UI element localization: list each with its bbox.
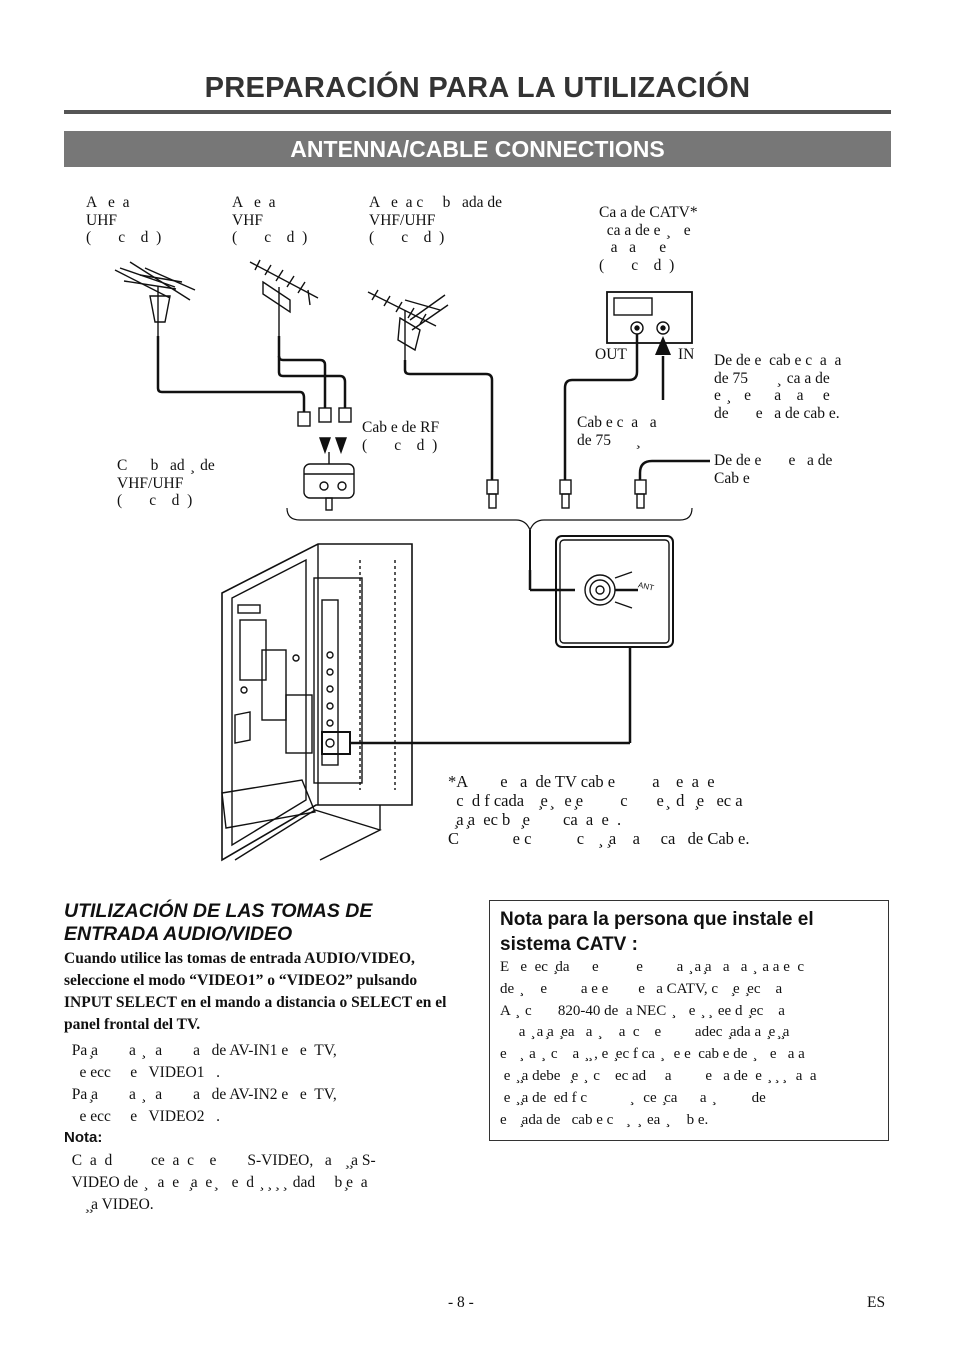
antenna-connection-diagram — [114, 259, 710, 862]
page-number: - 8 - — [448, 1294, 474, 1311]
catv-installer-note-box: Nota para la persona que instale el sist… — [489, 900, 889, 1141]
coax-75-label: Cab e c a a de 75 ̧ — [577, 414, 657, 449]
page-title: PREPARACIÓN PARA LA UTILIZACIÓN — [204, 72, 751, 104]
combo-antenna-icon — [367, 289, 449, 360]
note-line-2: VIDEO de ̧ a e ̧a e ̧ e d ̧ ̧ ̧ ̧ dad b … — [64, 1174, 368, 1191]
av-line-3: Pa ̧a a ̧ a a de AV-IN2 e e TV, — [64, 1086, 337, 1103]
av-line-2: e ecc e VIDEO1 . — [64, 1064, 220, 1081]
combiner-label: C b ad ̧ de VHF/UHF ( c d ) — [117, 457, 215, 509]
catv-note-body: E e ec ̧da e e a ̧ a ̧a a a ̧ a a e c de… — [500, 959, 817, 1128]
tv-rear-view — [221, 543, 632, 862]
from-cable-network-label: De de e e a de Cab e — [714, 452, 833, 487]
catv-converter-box — [606, 291, 693, 344]
title-rule — [64, 110, 891, 114]
ant-jack-inset — [555, 535, 674, 648]
av-intro: Cuando utilice las tomas de entrada AUDI… — [64, 950, 447, 1033]
in-label: IN — [678, 346, 695, 363]
vhf-antenna-icon — [249, 259, 319, 336]
rf-cable-label: Cab e de RF ( c d ) — [362, 419, 440, 454]
vhf-uhf-combiner — [303, 463, 355, 499]
note-line-3: ̧ ̧a VIDEO. — [64, 1196, 154, 1213]
av-line-4: e ecc e VIDEO2 . — [64, 1108, 220, 1125]
uhf-antenna-label: A e a UHF ( c d ) — [86, 194, 162, 246]
av-line-1: Pa ̧a a ̧ a a de AV-IN1 e e TV, — [64, 1042, 337, 1059]
language-code: ES — [867, 1294, 886, 1311]
combo-antenna-label: A e a c b ada de VHF/UHF ( c d ) — [369, 194, 502, 246]
catv-footnote: *A e a de TV cab e a e a e c d f cada ̧e… — [448, 772, 750, 848]
section-heading: ANTENNA/CABLE CONNECTIONS — [64, 131, 891, 167]
uhf-antenna-icon — [114, 261, 196, 336]
catv-box-label: Ca a de CATV* ca a de e ̧ e a a e ( c d … — [599, 204, 698, 274]
vhf-antenna-label: A e a VHF ( c d ) — [232, 194, 308, 246]
note-line-1: C a d ce a c e S-VIDEO, a ̧ ̧a S- — [64, 1152, 376, 1169]
out-label: OUT — [595, 346, 627, 363]
catv-note-heading: Nota para la persona que instale el sist… — [500, 909, 814, 955]
from-75-cable-label: De de e cab e c a a de 75 ̧ ca a de e ̧ … — [714, 352, 842, 422]
av-section-heading: UTILIZACIÓN DE LAS TOMAS DE ENTRADA AUDI… — [64, 900, 373, 945]
note-label: Nota: — [64, 1129, 103, 1146]
